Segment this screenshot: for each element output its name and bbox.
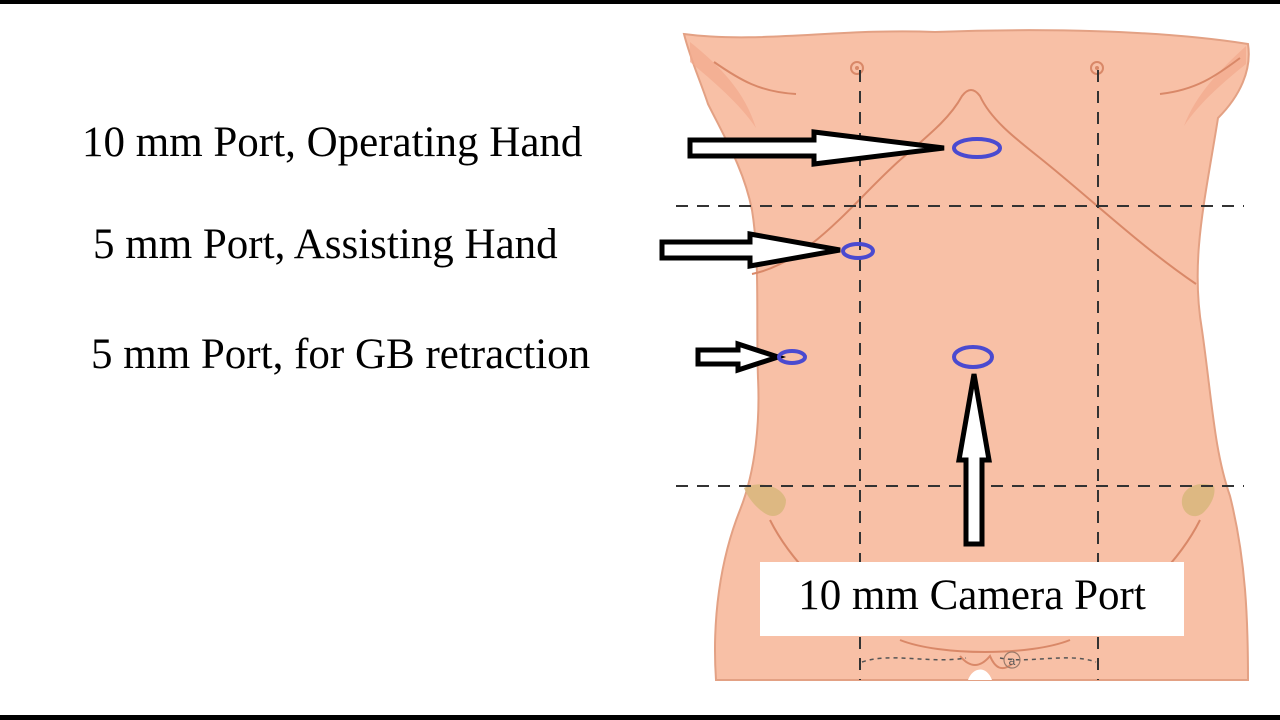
frame-bottom-border: [0, 715, 1280, 720]
pubic-dotted-outline: [861, 657, 1097, 663]
arrow-operating-port: [687, 129, 945, 167]
left-chest-shadow: [690, 42, 756, 128]
right-nipple-center: [1095, 66, 1099, 70]
pubic-contour: [899, 639, 1071, 653]
left-nipple-center: [855, 66, 859, 70]
label-gb-retraction-port: 5 mm Port, for GB retraction: [91, 331, 591, 378]
frame-top-border: [0, 0, 1280, 4]
right-pectoral-contour: [1159, 57, 1241, 95]
label-camera-port: 10 mm Camera Port: [760, 562, 1184, 636]
left-nipple: [850, 61, 864, 75]
groin-crease: [959, 654, 1013, 670]
label-operating-port: 10 mm Port, Operating Hand: [82, 119, 583, 166]
port-marker-assisting: [841, 242, 875, 260]
port-marker-operating: [952, 137, 1002, 159]
left-iliac-spine: [744, 484, 786, 517]
left-pectoral-contour: [713, 61, 797, 95]
anatomy-mark-circle: [1003, 651, 1021, 669]
arrow-assisting-port: [659, 231, 841, 269]
arrow-gb-port: [695, 340, 787, 374]
leg-gap: [968, 669, 992, 680]
port-marker-gb: [777, 349, 807, 365]
arrow-camera-port: [956, 373, 992, 547]
label-assisting-port: 5 mm Port, Assisting Hand: [93, 221, 558, 268]
port-marker-camera: [952, 345, 994, 369]
costal-margin: [751, 89, 1197, 285]
right-iliac-spine: [1181, 484, 1215, 517]
anatomy-mark-label: a: [1009, 654, 1016, 668]
